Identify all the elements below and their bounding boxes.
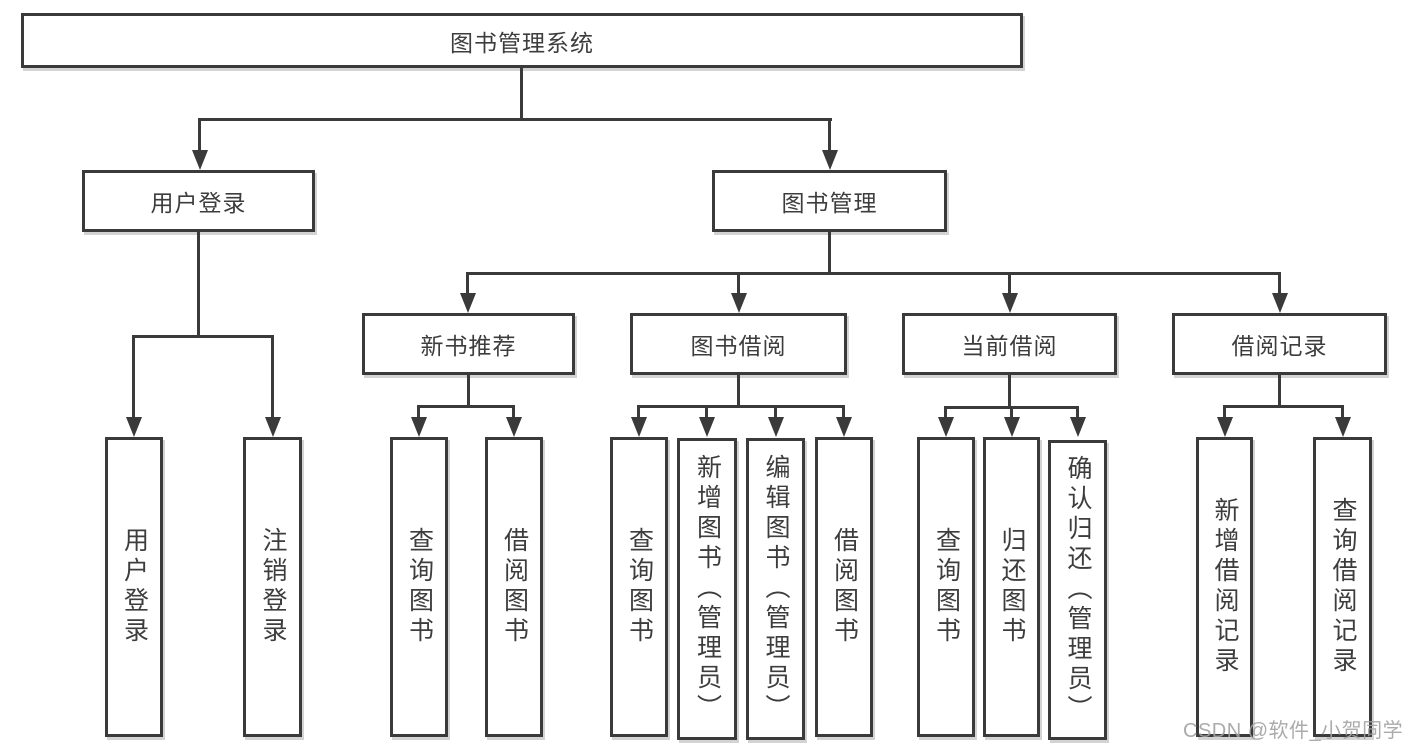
node-current-borrow: 当前借阅 xyxy=(902,313,1117,375)
arrow-down-to-cb-query xyxy=(937,406,954,437)
arrow-down-to-leaf-logout xyxy=(264,335,281,437)
leaf-bb-add-books-admin-label: 新增图书（管理员） xyxy=(693,454,722,724)
connector-book-borrow-hline xyxy=(637,405,845,408)
arrow-down-to-br-query xyxy=(1334,405,1351,437)
node-current-borrow-label: 当前借阅 xyxy=(961,333,1058,359)
arrow-down-to-nb-query xyxy=(410,405,427,437)
leaf-nb-borrow-books-label: 借阅图书 xyxy=(500,527,529,647)
leaf-cb-return-books-label: 归还图书 xyxy=(998,527,1026,647)
connector-user-login-vline xyxy=(197,232,200,335)
arrow-down-to-leaf-user-login xyxy=(125,335,142,437)
node-user-login-label: 用户登录 xyxy=(150,190,247,216)
arrow-down-to-bb-edit xyxy=(767,405,784,437)
arrow-down-to-user-login xyxy=(191,118,208,170)
arrow-down-to-book-borrow xyxy=(730,272,747,313)
connector-root-hline xyxy=(198,118,832,121)
node-new-book-recommend-label: 新书推荐 xyxy=(420,333,517,359)
arrow-down-to-nb-borrow xyxy=(505,405,522,437)
node-book-borrow-label: 图书借阅 xyxy=(690,333,787,359)
arrow-down-to-current-borrow xyxy=(1001,272,1018,313)
leaf-cb-query-books-label: 查询图书 xyxy=(932,527,961,647)
leaf-bb-borrow-books: 借阅图书 xyxy=(815,437,873,737)
csdn-watermark: CSDN @软件_小贺同学 xyxy=(1183,720,1404,742)
leaf-nb-query-books: 查询图书 xyxy=(390,437,448,737)
arrow-down-to-cb-return xyxy=(1003,406,1020,437)
node-new-book-recommend: 新书推荐 xyxy=(362,313,575,375)
node-borrow-records-label: 借阅记录 xyxy=(1231,333,1328,359)
arrow-down-to-cb-confirm xyxy=(1069,406,1086,437)
leaf-logout: 注销登录 xyxy=(243,437,302,737)
leaf-nb-query-books-label: 查询图书 xyxy=(405,527,434,647)
arrow-down-to-bb-query xyxy=(630,405,647,437)
leaf-bb-query-books-label: 查询图书 xyxy=(625,527,654,647)
connector-borrow-records-vline xyxy=(1278,375,1281,405)
leaf-br-add-record-label: 新增借阅记录 xyxy=(1211,497,1239,677)
connector-new-book-vline xyxy=(467,375,470,405)
leaf-br-query-record: 查询借阅记录 xyxy=(1313,437,1372,737)
leaf-cb-return-books: 归还图书 xyxy=(983,437,1040,737)
leaf-cb-confirm-return-admin-label: 确认归还（管理员） xyxy=(1064,455,1092,725)
arrow-down-to-new-book xyxy=(459,272,476,313)
arrow-down-to-bb-add xyxy=(698,405,715,437)
node-borrow-records: 借阅记录 xyxy=(1172,313,1387,375)
arrow-down-to-bb-borrow xyxy=(835,405,852,437)
node-library-system: 图书管理系统 xyxy=(21,13,1023,68)
connector-book-mgmt-vline xyxy=(828,232,831,272)
connector-user-login-hline xyxy=(132,335,274,338)
connector-borrow-records-hline xyxy=(1223,405,1343,408)
arrow-down-to-book-management xyxy=(821,118,838,170)
connector-new-book-hline xyxy=(417,405,515,408)
leaf-br-query-record-label: 查询借阅记录 xyxy=(1329,497,1357,677)
leaf-cb-query-books: 查询图书 xyxy=(917,437,975,737)
leaf-bb-query-books: 查询图书 xyxy=(610,437,668,737)
node-user-login: 用户登录 xyxy=(82,170,315,232)
connector-book-mgmt-hline xyxy=(466,272,1281,275)
leaf-bb-add-books-admin: 新增图书（管理员） xyxy=(677,438,737,740)
node-book-management: 图书管理 xyxy=(712,170,947,232)
leaf-bb-edit-books-admin: 编辑图书（管理员） xyxy=(746,438,805,740)
leaf-nb-borrow-books: 借阅图书 xyxy=(485,437,543,737)
leaf-cb-confirm-return-admin: 确认归还（管理员） xyxy=(1048,440,1107,740)
node-library-system-label: 图书管理系统 xyxy=(450,29,594,56)
leaf-bb-edit-books-admin-label: 编辑图书（管理员） xyxy=(762,454,790,724)
leaf-user-login-label: 用户登录 xyxy=(120,527,149,647)
leaf-br-add-record: 新增借阅记录 xyxy=(1196,437,1253,737)
connector-current-borrow-vline xyxy=(1008,375,1011,406)
arrow-down-to-br-add xyxy=(1216,405,1233,437)
arrow-down-to-borrow-records xyxy=(1271,272,1288,313)
node-book-management-label: 图书管理 xyxy=(781,190,878,216)
connector-book-borrow-vline xyxy=(737,375,740,405)
leaf-bb-borrow-books-label: 借阅图书 xyxy=(830,527,859,647)
leaf-logout-label: 注销登录 xyxy=(259,527,287,647)
connector-root-vline xyxy=(520,68,523,118)
leaf-user-login: 用户登录 xyxy=(105,437,163,737)
node-book-borrow: 图书借阅 xyxy=(630,313,847,375)
